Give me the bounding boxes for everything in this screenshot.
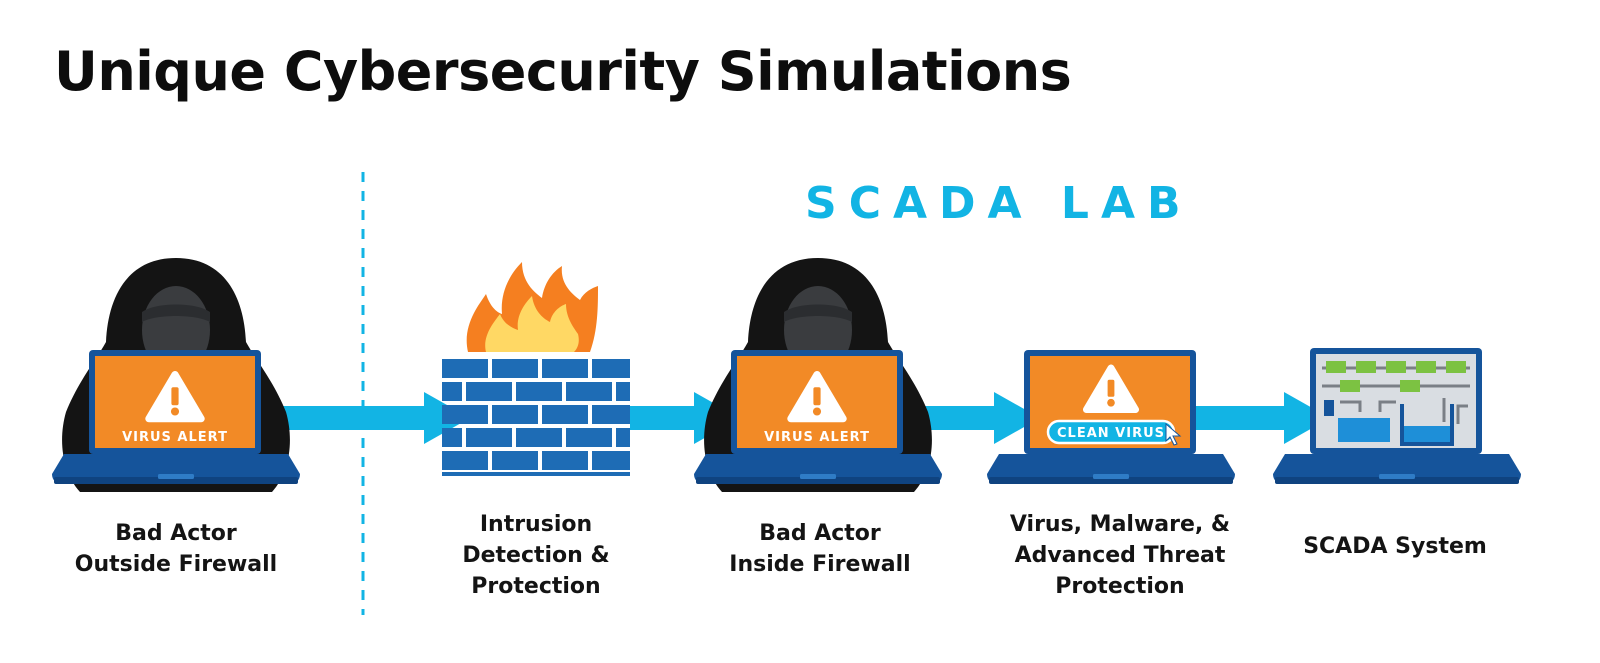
- flow-arrow-1: [280, 392, 470, 444]
- scada-laptop-icon: [1273, 348, 1521, 484]
- caption-intrusion-detection: Intrusion Detection & Protection: [462, 509, 609, 602]
- caption-bad-actor-outside: Bad Actor Outside Firewall: [75, 518, 277, 580]
- virus-alert-text: VIRUS ALERT: [122, 430, 228, 445]
- clean-virus-text: CLEAN VIRUS: [1057, 426, 1165, 441]
- caption-line: Detection &: [462, 543, 610, 568]
- flow-arrow-4: [1192, 392, 1330, 444]
- virus-alert-text: VIRUS ALERT: [764, 430, 870, 445]
- laptop-icon: VIRUS ALERT: [694, 350, 942, 484]
- caption-line: Bad Actor: [115, 521, 237, 546]
- caption-line: Protection: [1055, 574, 1185, 599]
- scada-lab-label: SCADA LAB: [805, 178, 1193, 229]
- caption-line: SCADA System: [1303, 534, 1487, 559]
- cursor-icon: [1165, 422, 1182, 446]
- caption-line: Outside Firewall: [74, 552, 278, 577]
- caption-line: Inside Firewall: [729, 552, 911, 577]
- caption-bad-actor-inside: Bad Actor Inside Firewall: [729, 518, 910, 580]
- firewall-flame-icon: [466, 262, 598, 352]
- caption-line: Advanced Threat: [1014, 543, 1226, 568]
- page-title: Unique Cybersecurity Simulations: [54, 40, 1072, 103]
- firewall-brick-wall-icon: [442, 359, 630, 476]
- caption-line: Bad Actor: [759, 521, 881, 546]
- caption-scada-system: SCADA System: [1303, 531, 1487, 562]
- laptop-icon: CLEAN VIRUS: [987, 350, 1235, 484]
- scada-diagram-icon: [1322, 361, 1470, 446]
- caption-line: Intrusion: [479, 512, 593, 537]
- laptop-icon: VIRUS ALERT: [52, 350, 300, 484]
- caption-line: Virus, Malware, &: [1009, 512, 1231, 537]
- caption-line: Protection: [471, 574, 601, 599]
- caption-threat-protection: Virus, Malware, & Advanced Threat Protec…: [1010, 509, 1230, 602]
- flow-arrow-3: [925, 392, 1040, 444]
